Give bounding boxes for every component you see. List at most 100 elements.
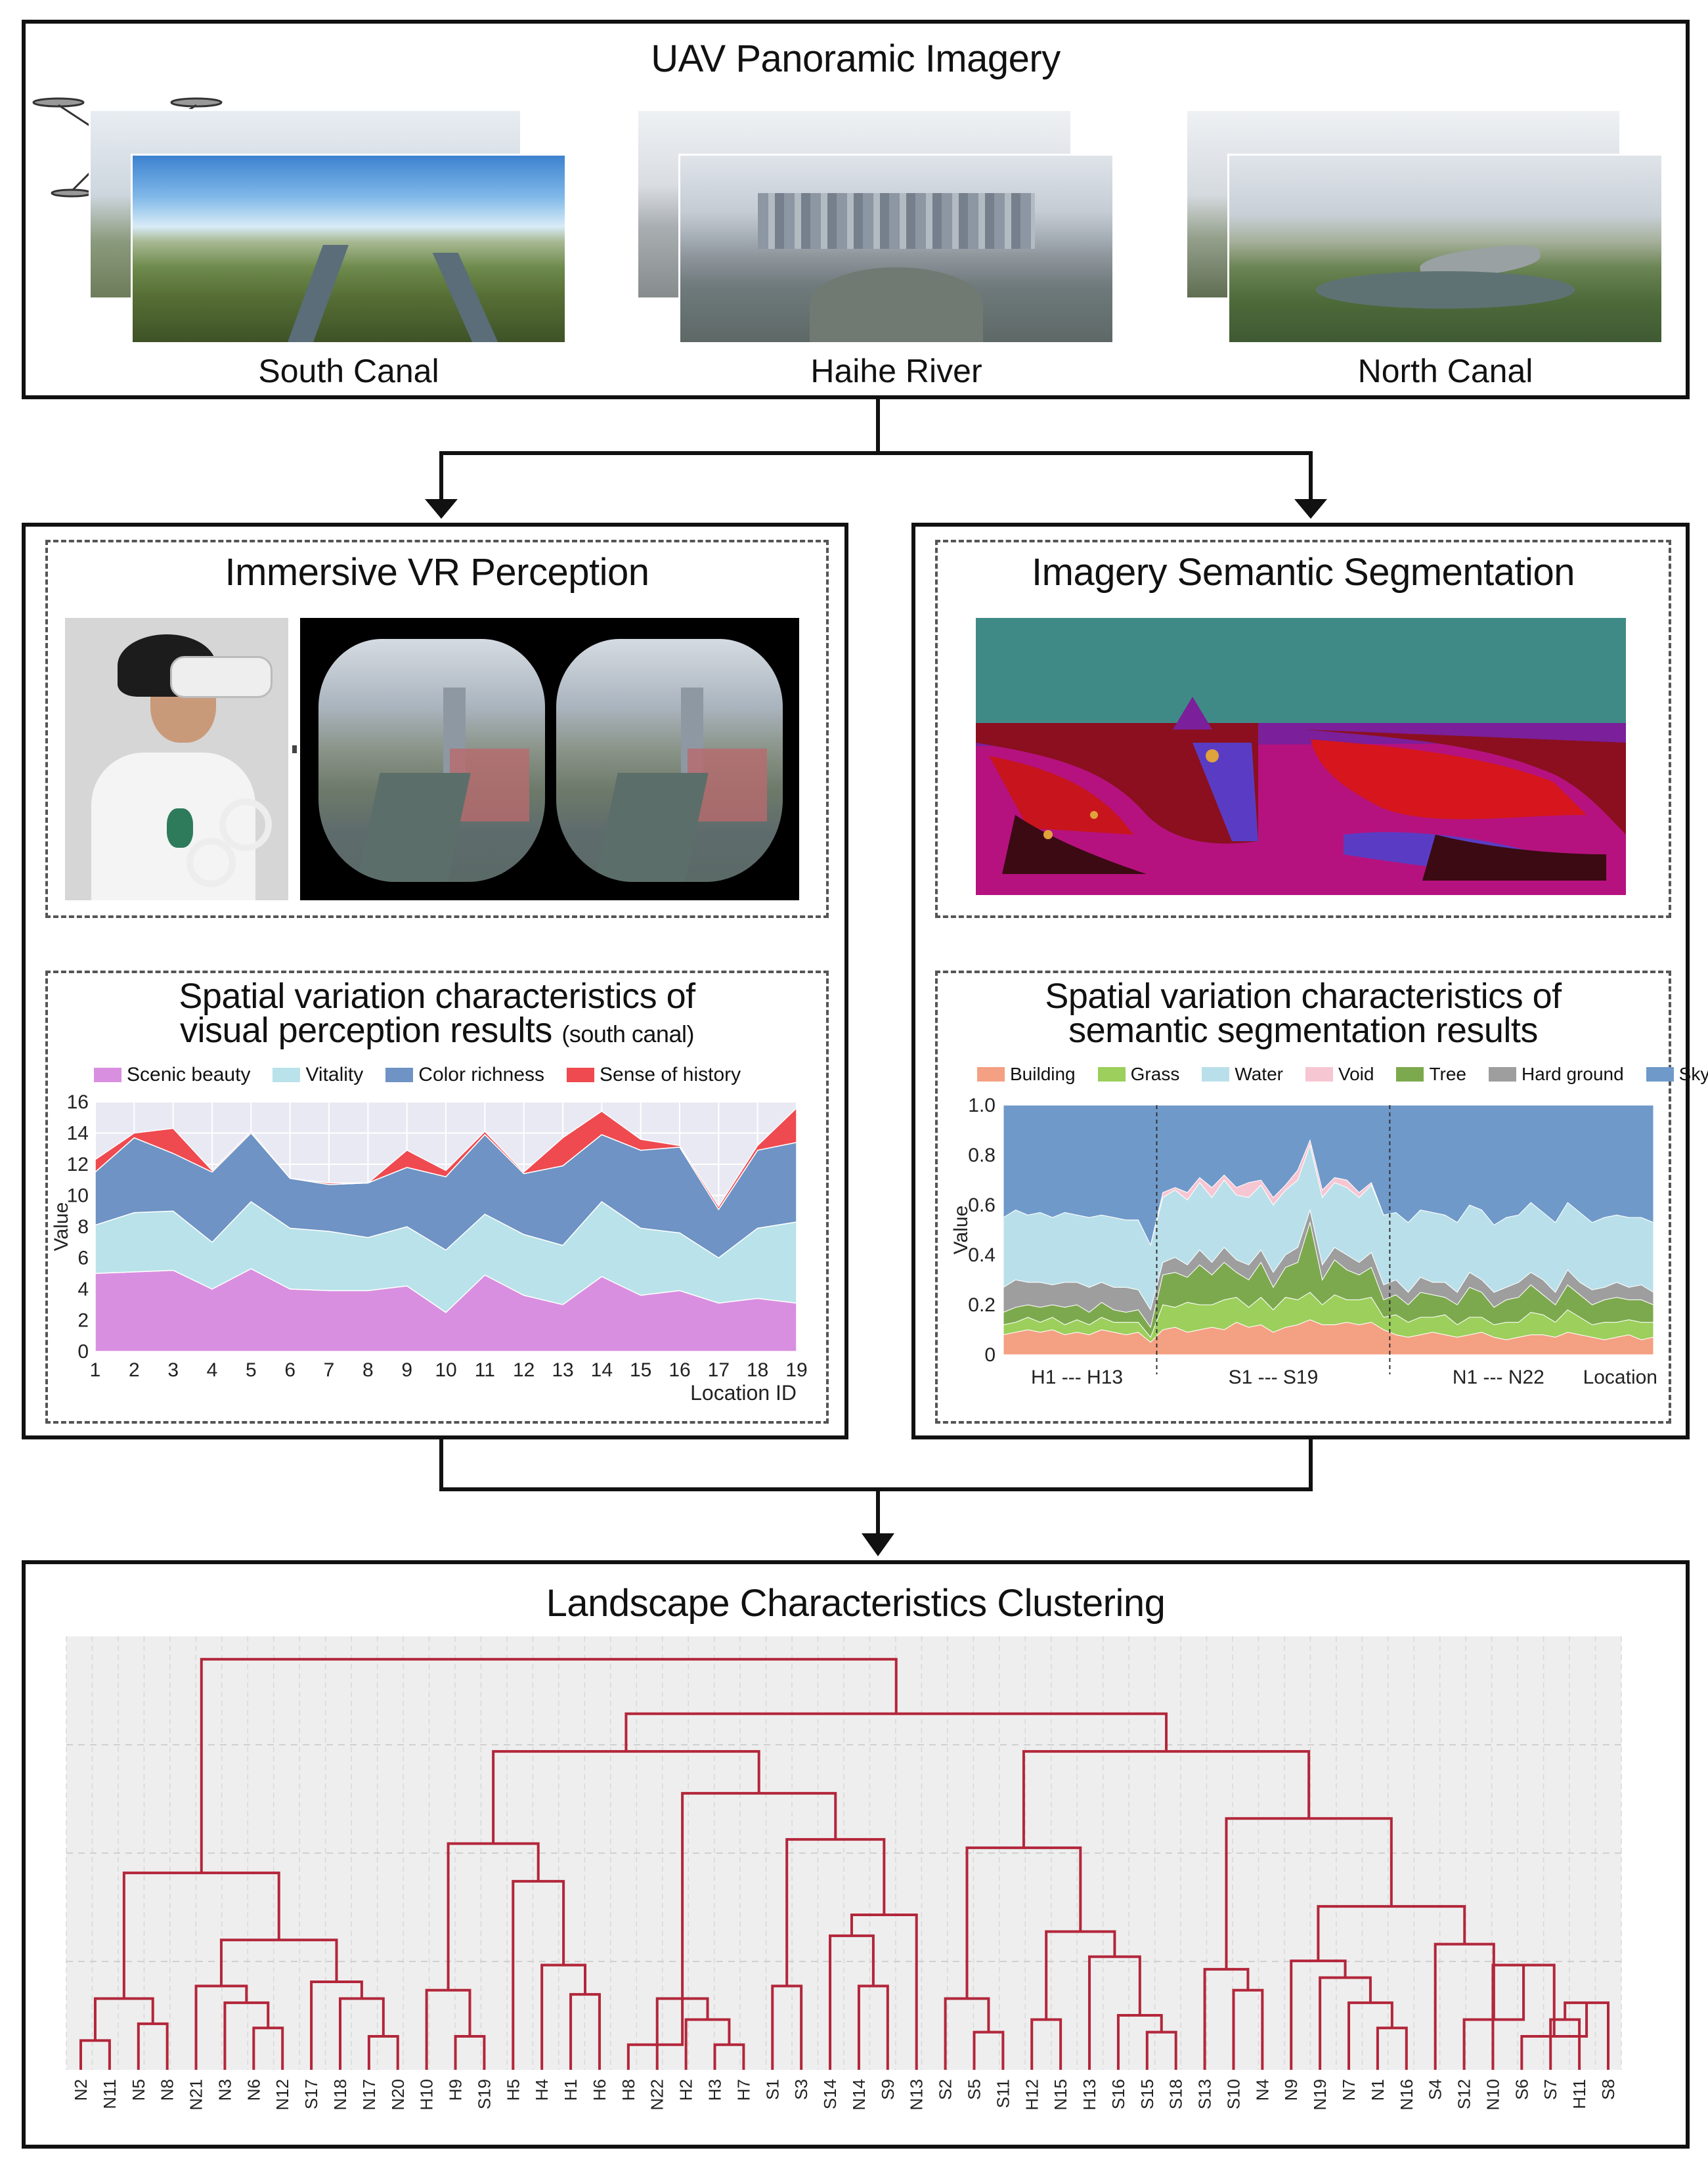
y-tick-label: 6 [77, 1248, 89, 1269]
leaf-label: H4 [532, 2079, 552, 2101]
legend-swatch [977, 1067, 1005, 1082]
dendrogram-link [1290, 1959, 1347, 2070]
y-tick-label: 16 [67, 1091, 89, 1113]
legend-item: Tree [1396, 1064, 1466, 1085]
x-tick-label: 12 [513, 1359, 535, 1381]
y-axis-label: Value [950, 1206, 972, 1255]
x-tick-label: 13 [552, 1359, 573, 1381]
perception-chart-title-line2-wrap: visual perception results (south canal) [48, 1010, 826, 1051]
x-tick-label: 17 [708, 1359, 730, 1381]
vr-dashed-box: Immersive VR Perception [45, 540, 829, 918]
y-tick-label: 2 [77, 1310, 89, 1332]
legend-swatch [567, 1068, 595, 1082]
leaf-label: N18 [330, 2079, 350, 2111]
x-tick-label: 5 [246, 1359, 257, 1381]
leaf-label: S14 [820, 2079, 840, 2109]
leaf-label: S3 [791, 2079, 811, 2100]
y-axis-label: Value [51, 1202, 72, 1252]
dendrogram-link [785, 1838, 886, 1986]
leaf-label: S13 [1195, 2079, 1215, 2109]
leaf-label: N16 [1397, 2079, 1416, 2111]
leaf-label: N15 [1051, 2079, 1070, 2111]
leaf-label: N12 [273, 2079, 292, 2111]
leaf-label: S17 [301, 2079, 321, 2109]
dendrogram-link [338, 1997, 385, 2070]
x-tick-label: 4 [207, 1359, 218, 1381]
legend-item: Vitality [273, 1064, 363, 1086]
x-tick-label: 3 [167, 1359, 179, 1381]
leaf-label: N21 [186, 2079, 206, 2111]
north-canal-panorama-image [1227, 154, 1663, 344]
legend-label: Grass [1130, 1064, 1180, 1084]
leaf-label: H12 [1022, 2079, 1041, 2111]
dendrogram-link [829, 1934, 875, 2070]
perception-chart-title-line1: Spatial variation characteristics of [179, 976, 695, 1016]
leaf-label: N10 [1483, 2079, 1502, 2111]
leaf-label: S16 [1108, 2079, 1128, 2109]
south-canal-caption: South Canal [258, 353, 439, 389]
y-tick-label: 0.8 [968, 1145, 996, 1166]
leaf-label: S6 [1512, 2079, 1531, 2100]
clustering-title: Landscape Characteristics Clustering [546, 1582, 1166, 1625]
legend-item: Sky [1646, 1064, 1708, 1085]
legend-item: Building [977, 1064, 1076, 1085]
legend-label: Void [1338, 1064, 1374, 1084]
leaf-label: S2 [936, 2079, 955, 2100]
x-tick-label: 10 [435, 1359, 456, 1381]
perception-chart-title-line2: visual perception results [180, 1011, 552, 1050]
leaf-label: N9 [1281, 2079, 1301, 2101]
leaf-label: S10 [1223, 2079, 1243, 2109]
x-axis-label: Location ID [690, 1381, 797, 1405]
vr-user-photo [65, 618, 288, 900]
leaf-label: N20 [388, 2079, 408, 2111]
south-canal-panorama-image [131, 154, 567, 344]
leaf-label: N7 [1339, 2079, 1359, 2101]
segmentation-chart-title-line2: semantic segmentation results [1068, 1011, 1538, 1050]
leaf-label: N2 [71, 2079, 91, 2101]
vr-left-eye-view [318, 639, 545, 882]
segmentation-map-image [976, 618, 1626, 895]
leaf-label: N6 [244, 2079, 263, 2101]
leaf-label: N11 [100, 2079, 120, 2109]
clustering-panel: Landscape Characteristics Clustering N2 N… [22, 1560, 1690, 2149]
dendrogram-root-link [200, 1657, 898, 1873]
y-tick-label: 0 [984, 1344, 996, 1366]
leaf-label: H8 [619, 2079, 638, 2101]
legend-label: Hard ground [1522, 1064, 1624, 1084]
legend-label: Sense of history [600, 1064, 741, 1085]
legend-swatch [1097, 1067, 1126, 1082]
leaf-label: H9 [446, 2079, 466, 2101]
legend-item: Water [1202, 1064, 1283, 1085]
leaf-label: N14 [849, 2079, 869, 2111]
x-tick-label: 15 [630, 1359, 651, 1381]
segmentation-dashed-box: Imagery Semantic Segmentation [935, 540, 1671, 918]
haihe-river-panorama-image [678, 154, 1114, 344]
y-tick-label: 12 [67, 1154, 89, 1175]
dendrogram-link [1116, 2014, 1163, 2070]
group-label: H1 --- H13 [1031, 1367, 1123, 1388]
legend-swatch [1646, 1067, 1674, 1082]
dendrogram-link [79, 2039, 111, 2070]
legend-label: Water [1235, 1064, 1283, 1084]
x-tick-label: 8 [362, 1359, 374, 1381]
y-tick-label: 0.4 [968, 1244, 996, 1266]
leaf-label: S11 [993, 2079, 1013, 2108]
legend-item: Sense of history [567, 1064, 741, 1086]
y-tick-label: 4 [77, 1279, 89, 1300]
leaf-label: S7 [1541, 2079, 1560, 2100]
x-tick-label: 19 [785, 1359, 807, 1381]
leaf-label: N3 [215, 2079, 234, 2101]
x-tick-label: 18 [747, 1359, 768, 1381]
leaf-label: S1 [762, 2079, 782, 2100]
leaf-label: H2 [676, 2079, 696, 2101]
legend-label: Building [1010, 1064, 1076, 1084]
x-tick-label: 2 [129, 1359, 140, 1381]
leaf-label: H7 [734, 2079, 753, 2101]
leaf-label: S8 [1598, 2079, 1618, 2100]
dendrogram-link [1022, 1750, 1311, 1848]
leaf-label: S18 [1166, 2079, 1186, 2109]
legend-swatch [1305, 1067, 1333, 1082]
legend-swatch [273, 1068, 301, 1082]
